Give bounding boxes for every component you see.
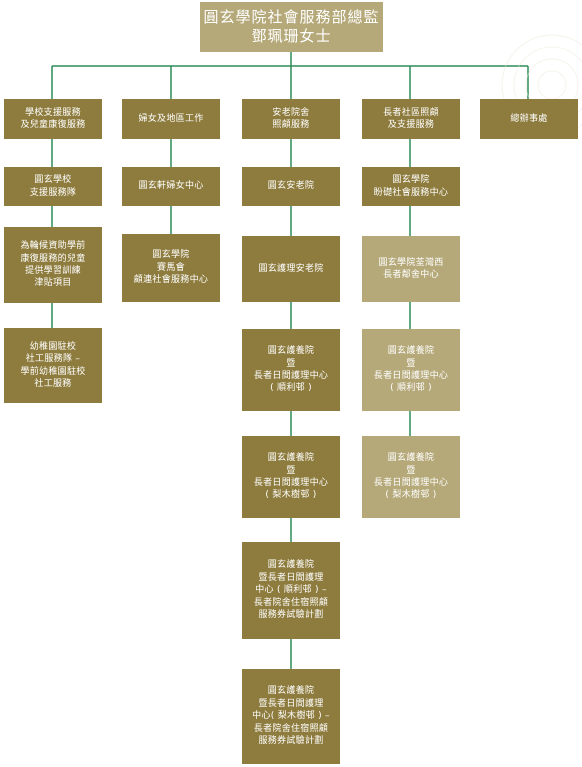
unit-voucher-scheme-shun-lee-box: 圓玄護養院 暨長者日間護理 中心 ( 順利邨 ) – 長者院舍住宿照顧 服務券試… [242,542,340,639]
dept-residential-care-box: 安老院舍 照顧服務 [242,99,340,139]
unit-day-care-lei-muk-shue-box: 圓玄護養院 暨 長者日間護理中心 ( 梨木樹邨 ) [362,436,460,518]
dept-head-office-box: 總辦事處 [480,99,578,139]
unit-day-care-shun-lee-box: 圓玄護養院 暨 長者日間護理中心 ( 順利邨 ) [362,329,460,411]
dept-women-district-box: 婦女及地區工作 [122,99,220,139]
unit-home-for-elderly-box: 圓玄安老院 [242,167,340,206]
unit-training-subsidy-box: 為輪候資助學前 康復服務的兒童 提供學習訓練 津貼項目 [4,227,102,303]
unit-care-home-box: 圓玄護理安老院 [242,236,340,302]
root-director-box: 圓玄學院社會服務部總監 鄧珮珊女士 [200,2,383,52]
unit-jockey-club-centre-box: 圓玄學院 賽馬會 顧連社會服務中心 [122,234,220,302]
unit-school-support-team-box: 圓玄學校 支援服務隊 [4,167,102,206]
unit-kindergarten-social-work-box: 幼稚園駐校 社工服務隊 – 學前幼稚園駐校 社工服務 [4,328,102,403]
unit-nursing-home-shun-lee-box: 圓玄護養院 暨 長者日間護理中心 ( 順利邨 ) [242,329,340,411]
unit-tsuen-wan-west-centre-box: 圓玄學院荃灣西 長者鄰舍中心 [362,236,460,302]
unit-nursing-home-lei-muk-shue-box: 圓玄護養院 暨 長者日間護理中心 ( 梨木樹邨 ) [242,436,340,518]
unit-social-service-centre-box: 圓玄學院 盼礎社會服務中心 [362,167,460,206]
dept-community-care-box: 長者社區照顧 及支援服務 [362,99,460,139]
unit-voucher-scheme-lei-muk-shue-box: 圓玄護養院 暨長者日間護理 中心( 梨木樹邨 ) – 長者院舍住宿照顧 服務券試… [242,669,340,764]
dept-school-support-box: 學校支援服務 及兒童康復服務 [4,99,102,139]
unit-women-centre-box: 圓玄軒婦女中心 [122,167,220,206]
